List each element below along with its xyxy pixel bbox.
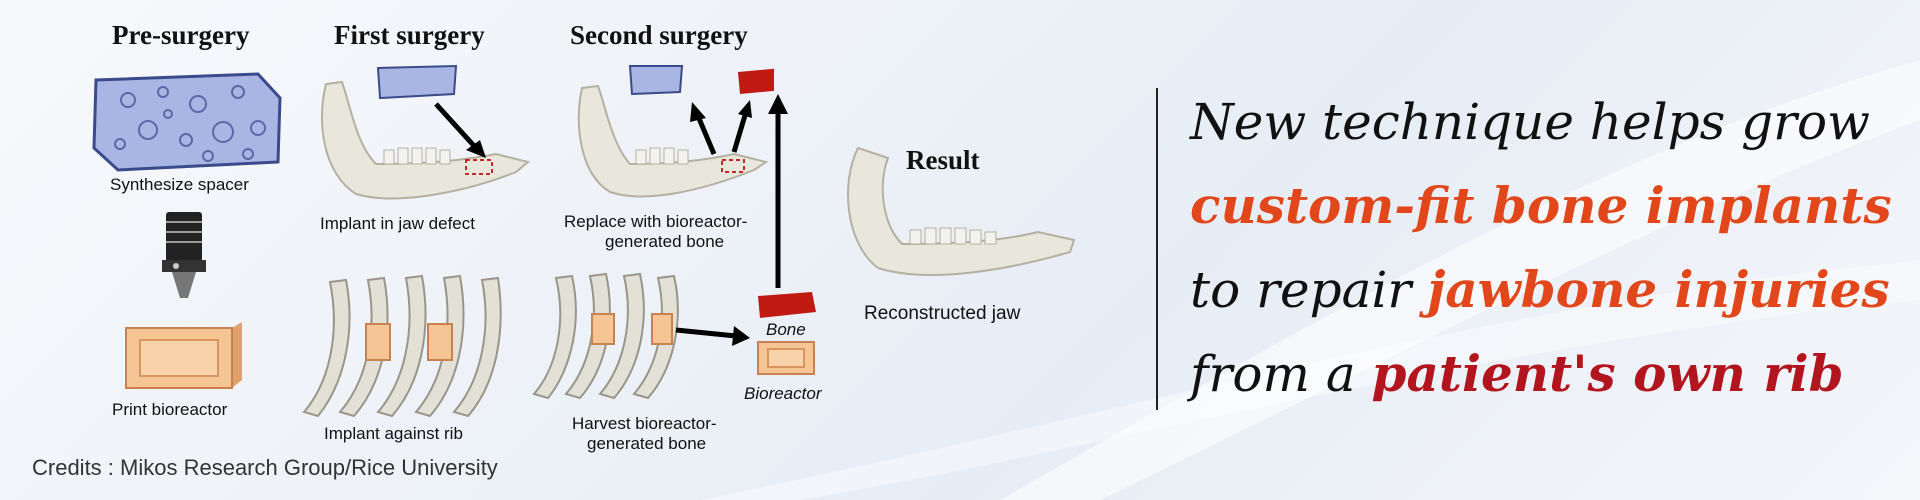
print-bioreactor-caption: Print bioreactor xyxy=(112,400,228,419)
first-surgery-jaw xyxy=(320,64,531,200)
harvest-caption-line2: generated bone xyxy=(587,434,707,453)
credits-text: Credits : Mikos Research Group/Rice Univ… xyxy=(32,455,498,480)
pre-surgery-title: Pre-surgery xyxy=(112,20,250,50)
implant-jaw-defect-caption: Implant in jaw defect xyxy=(320,214,475,233)
headline-line3: to repair jawbone injuries xyxy=(1190,248,1890,332)
second-surgery-title: Second surgery xyxy=(570,20,748,50)
harvest-caption-line1: Harvest bioreactor- xyxy=(572,414,717,433)
reconstructed-jaw xyxy=(847,146,1076,276)
headline-line3-prefix: to repair xyxy=(1190,261,1428,319)
headline: New technique helps grow custom-fit bone… xyxy=(1190,80,1892,416)
bioreactor-label: Bioreactor xyxy=(744,384,822,403)
printer-nozzle-icon xyxy=(162,212,206,298)
reconstructed-jaw-caption: Reconstructed jaw xyxy=(864,303,1021,324)
harvested-bioreactor-icon xyxy=(757,341,815,375)
bioreactor-illustration xyxy=(125,322,242,389)
harvested-bone-icon xyxy=(758,292,816,318)
second-surgery-ribs xyxy=(532,272,750,400)
headline-line1: New technique helps grow xyxy=(1190,93,1870,151)
first-surgery-ribs xyxy=(302,274,502,418)
vertical-divider xyxy=(1156,88,1158,410)
result-title: Result xyxy=(906,145,980,175)
synthesize-spacer-caption: Synthesize spacer xyxy=(110,175,249,194)
harvest-to-jaw-arrow xyxy=(768,94,788,288)
second-surgery-jaw xyxy=(577,65,774,198)
headline-line3-highlight: jawbone injuries xyxy=(1427,260,1890,319)
first-surgery-title: First surgery xyxy=(334,20,485,50)
headline-line2: custom-fit bone implants xyxy=(1190,176,1892,235)
headline-line4-highlight: patient's own rib xyxy=(1371,344,1844,403)
headline-line4-prefix: from a xyxy=(1190,345,1372,403)
implant-against-rib-caption: Implant against rib xyxy=(324,424,463,443)
replace-caption-line1: Replace with bioreactor- xyxy=(564,212,748,231)
bone-label: Bone xyxy=(766,320,806,339)
spacer-illustration xyxy=(92,72,282,172)
replace-caption-line2: generated bone xyxy=(605,232,725,251)
headline-line4: from a patient's own rib xyxy=(1190,332,1890,416)
